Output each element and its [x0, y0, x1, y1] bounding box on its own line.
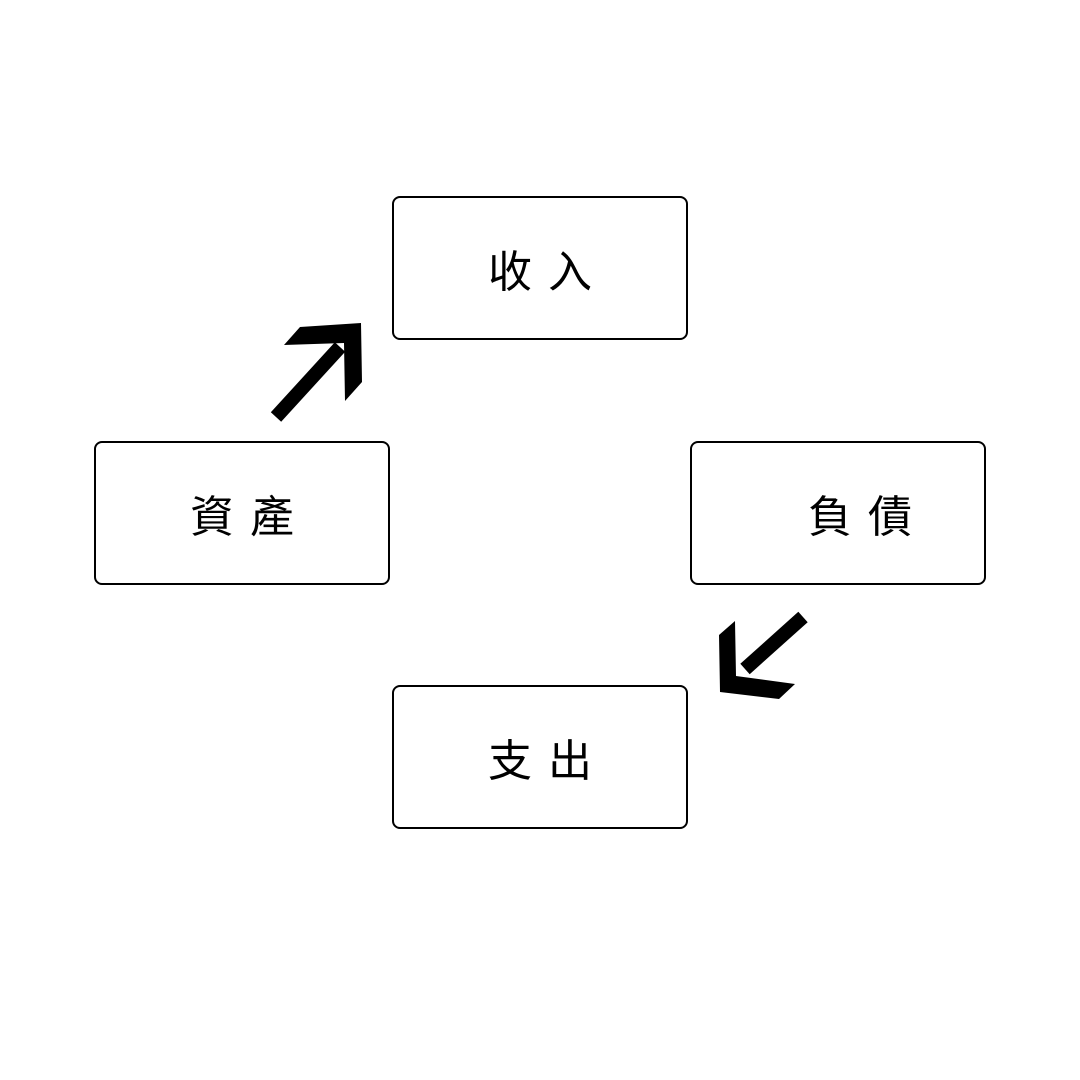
arrow-head-liabilities-expenses: [719, 621, 795, 699]
arrow-shaft-liabilities-expenses: [740, 611, 808, 675]
arrow-assets-to-income: [270, 323, 362, 422]
node-liabilities-label: 負債: [808, 492, 928, 543]
node-expenses-label: 支出: [488, 736, 608, 787]
node-assets[interactable]: 資產: [94, 441, 390, 585]
arrow-liabilities-to-expenses: [719, 611, 808, 699]
node-liabilities[interactable]: 負債: [690, 441, 986, 585]
node-expenses[interactable]: 支出: [392, 685, 688, 829]
node-income-label: 收入: [488, 247, 608, 298]
arrow-shaft-assets-income: [270, 342, 346, 422]
node-income[interactable]: 收入: [392, 196, 688, 340]
arrow-head-assets-income: [284, 323, 362, 401]
node-assets-label: 資產: [190, 492, 310, 543]
